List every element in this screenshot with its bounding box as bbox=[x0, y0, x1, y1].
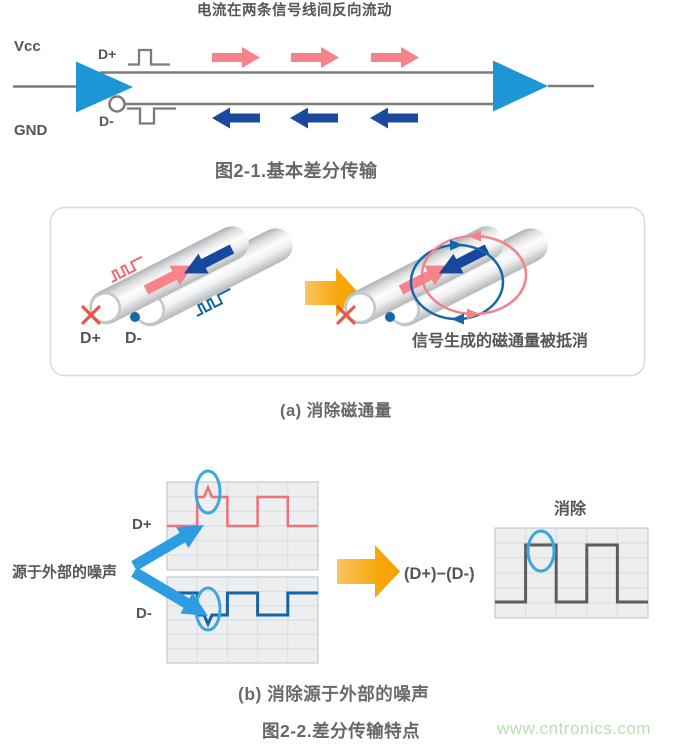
inverter-bubble-icon bbox=[108, 95, 126, 113]
current-into-page-icon bbox=[336, 305, 356, 325]
cable-pair-left bbox=[81, 219, 300, 334]
result-waveform-grid bbox=[494, 527, 649, 619]
dminus-label-cable: D- bbox=[125, 330, 142, 347]
result-wave bbox=[495, 543, 648, 604]
cable-pair-right bbox=[336, 219, 555, 334]
current-out-of-page-icon bbox=[130, 312, 140, 322]
current-out-of-page-icon bbox=[385, 312, 395, 322]
dplus-waveform-grid bbox=[166, 469, 319, 571]
forward-current-arrows bbox=[212, 47, 419, 68]
noise-arrow-up-icon bbox=[131, 525, 204, 571]
dplus-label-top: D+ bbox=[98, 46, 117, 62]
blue-signal-trace-icon bbox=[196, 288, 231, 317]
figure-2-1-caption: 图2-1.基本差分传输 bbox=[215, 161, 378, 181]
dminus-label-wave: D- bbox=[136, 605, 152, 622]
positive-pulse-icon bbox=[128, 48, 170, 66]
panel-b-noise-cancellation bbox=[131, 469, 649, 664]
flux-arrowhead bbox=[451, 313, 464, 325]
current-into-page-icon bbox=[81, 305, 101, 325]
differential-pair-diagram bbox=[13, 47, 594, 129]
panel-b-caption: (b) 消除源于外部的噪声 bbox=[238, 684, 430, 704]
negative-pulse-icon bbox=[127, 107, 176, 125]
diagram-title: 电流在两条信号线间反向流动 bbox=[197, 3, 392, 19]
dplus-label-cable: D+ bbox=[80, 330, 101, 347]
flux-arrowhead bbox=[468, 230, 481, 242]
red-signal-trace-icon bbox=[111, 255, 143, 283]
transition-arrow-icon bbox=[337, 545, 400, 598]
noise-arrow-down-icon bbox=[131, 567, 208, 616]
dplus-label-wave: D+ bbox=[132, 516, 152, 533]
dminus-waveform-grid bbox=[166, 576, 319, 664]
dminus-label-top: D- bbox=[99, 113, 114, 129]
vcc-label: Vcc bbox=[14, 38, 41, 55]
gnd-label: GND bbox=[14, 122, 48, 139]
return-current-arrows bbox=[212, 107, 418, 129]
watermark: www.cntronics.com bbox=[497, 719, 651, 738]
panel-a-flux-cancellation bbox=[49, 206, 646, 377]
noise-highlight-ellipse bbox=[194, 469, 222, 515]
cancel-label: 消除 bbox=[554, 501, 587, 518]
driver-buffer-icon bbox=[76, 61, 133, 113]
figure-2-2-caption: 图2-2.差分传输特点 bbox=[262, 721, 421, 741]
flux-arrowhead bbox=[467, 308, 480, 320]
receiver-buffer-icon bbox=[493, 60, 548, 112]
panel-a-caption: (a) 消除磁通量 bbox=[280, 402, 392, 420]
flux-note: 信号生成的磁通量被抵消 bbox=[412, 333, 589, 350]
noise-source-label: 源于外部的噪声 bbox=[12, 564, 118, 581]
flux-arrowhead bbox=[450, 239, 463, 251]
cancel-highlight-ellipse bbox=[526, 529, 556, 573]
difference-formula: (D+)−(D-) bbox=[404, 565, 475, 583]
